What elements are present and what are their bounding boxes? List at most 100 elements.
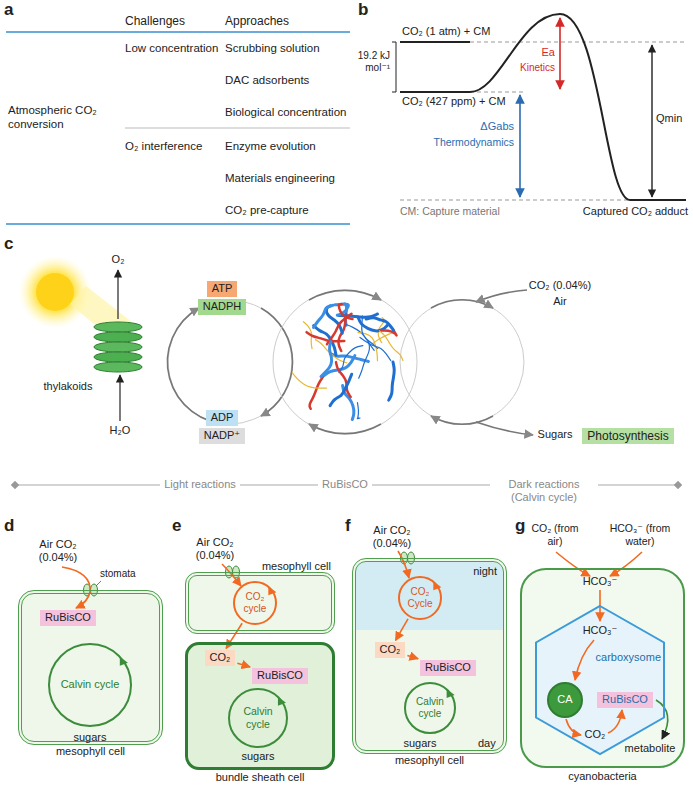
photosynthesis-illustration bbox=[431, 300, 493, 308]
node-text: NADP⁺ bbox=[204, 429, 240, 442]
co2-cycle: CO₂ Cycle bbox=[398, 576, 442, 620]
co2-cycle-ring bbox=[234, 582, 276, 624]
node-text: Photosynthesis bbox=[587, 429, 668, 443]
cell-fill bbox=[352, 558, 507, 754]
adp-box: ADP bbox=[206, 410, 239, 425]
text-label: Air CO₂ (0.04%) bbox=[182, 536, 248, 562]
rubisco-box: RuBisCO bbox=[252, 668, 308, 683]
axis-label: Light reactions bbox=[160, 478, 240, 491]
photosynthesis-illustration bbox=[19, 256, 91, 328]
rubisco-structure bbox=[379, 331, 403, 361]
text-label: thylakoids bbox=[44, 380, 93, 393]
co2-flow-arrow bbox=[62, 567, 90, 608]
flow-arrow bbox=[407, 655, 418, 658]
photosynthesis-illustration bbox=[15, 256, 678, 485]
cell-fill bbox=[535, 605, 665, 755]
panel-letter: a bbox=[4, 0, 13, 20]
energy-diagram bbox=[400, 41, 470, 43]
node-text: ADP bbox=[211, 411, 234, 424]
table-cell: CO₂ pre-capture bbox=[225, 204, 309, 218]
energy-diagram bbox=[392, 42, 396, 92]
co2-cycle-ring bbox=[399, 577, 441, 619]
callout-label: stomata bbox=[100, 568, 136, 580]
table-cell: Low concentration bbox=[125, 42, 218, 56]
node-text: mesophyll cell bbox=[356, 754, 503, 767]
rubisco-box: RuBisCO bbox=[40, 610, 96, 625]
node-text: Calvin cycle bbox=[61, 678, 120, 691]
legend-note: CM: Capture material bbox=[400, 205, 500, 218]
text-label: CO₂ (0.04%) bbox=[529, 279, 591, 292]
text-label: sugars bbox=[241, 750, 274, 763]
rubisco-box: RuBisCO bbox=[597, 692, 653, 707]
photosynthesis-illustration bbox=[309, 290, 381, 300]
rubisco-structure bbox=[307, 332, 345, 341]
text-label: day bbox=[478, 737, 496, 750]
rubisco-structure bbox=[357, 403, 360, 419]
hexagon-outline bbox=[536, 606, 664, 754]
co2-flow-arrow bbox=[566, 719, 581, 735]
energy-diagram bbox=[651, 45, 652, 197]
energy-diagram bbox=[559, 18, 561, 89]
energy-diagram bbox=[470, 92, 526, 93]
cell-fill bbox=[185, 572, 335, 634]
calvin-cycle-ring bbox=[229, 689, 287, 747]
photosynthesis-illustration bbox=[94, 322, 142, 332]
co2-flow-arrow bbox=[610, 552, 642, 576]
table-rule bbox=[125, 128, 350, 129]
photosynthesis-illustration bbox=[119, 375, 120, 421]
energy-level-label: CO₂ (1 atm) + CM bbox=[402, 25, 490, 38]
rubisco-structure bbox=[330, 374, 352, 405]
node-text: RuBisCO bbox=[602, 693, 648, 706]
panel-letter: f bbox=[345, 516, 351, 536]
co2-box: CO₂ bbox=[205, 650, 236, 665]
axis-label: Dark reactions (Calvin cycle) bbox=[490, 478, 598, 504]
panel-letter: c bbox=[4, 234, 13, 254]
rubisco-structure bbox=[339, 346, 363, 373]
rubisco-structure bbox=[310, 377, 323, 409]
flow-arrow bbox=[396, 619, 408, 641]
table-header: Approaches bbox=[225, 14, 289, 28]
text-label: Air CO₂ (0.04%) bbox=[25, 538, 91, 564]
mesophyll-cell: mesophyll cellCO₂ cycle bbox=[185, 572, 335, 634]
nadp-box: NADP⁺ bbox=[199, 428, 245, 443]
carboxysome-outline bbox=[535, 605, 665, 755]
photosynthesis-illustration bbox=[94, 332, 142, 342]
node-text: mesophyll cell bbox=[22, 745, 159, 758]
node-text: RuBisCO bbox=[45, 611, 91, 624]
carbonic-anhydrase-ring bbox=[548, 683, 582, 717]
text-label: HCO₃⁻ bbox=[583, 575, 618, 588]
node-text: CO₂ bbox=[210, 651, 231, 664]
co2-flow-arrow bbox=[575, 640, 594, 680]
energy-label: Thermodynamics bbox=[433, 136, 514, 149]
text-label: CO₂ (from air) bbox=[528, 522, 582, 547]
co2-flow-arrow bbox=[556, 552, 590, 576]
energy-level-label: Captured CO₂ adduct bbox=[583, 205, 688, 218]
rubisco-structure bbox=[389, 362, 395, 400]
panel-letter: e bbox=[172, 516, 181, 536]
photosynthesis-illustration bbox=[476, 290, 527, 302]
node-text: CA bbox=[557, 693, 572, 706]
text-label: Air bbox=[553, 295, 566, 308]
cell-fill bbox=[18, 558, 685, 770]
calvin-cycle-ring bbox=[49, 644, 131, 726]
table-cell: Atmospheric CO₂ conversion bbox=[8, 104, 116, 132]
atp-box: ATP bbox=[207, 281, 238, 296]
barrier-label: Kinetics bbox=[520, 62, 555, 74]
node-text: NADPH bbox=[203, 300, 242, 313]
mesophyll-cell: mesophyll cellRuBisCOCalvin cycle bbox=[18, 590, 163, 745]
photosynthesis-illustration bbox=[94, 362, 142, 372]
cell-fill bbox=[520, 568, 685, 768]
nadph-box: NADPH bbox=[198, 299, 247, 314]
node-text: Calvin cycle bbox=[231, 705, 285, 730]
node-text: CO₂ Cycle bbox=[401, 586, 439, 610]
co2-flow-arrow bbox=[398, 551, 409, 578]
axis-label: RuBisCO bbox=[318, 478, 372, 491]
cycle-arrowhead bbox=[447, 689, 455, 698]
calvin-cycle: Calvin cycle bbox=[404, 682, 456, 734]
calvin-cycle-ring bbox=[405, 683, 455, 733]
stomata bbox=[96, 581, 101, 586]
cycle-arrowhead bbox=[433, 581, 441, 590]
text-label: Air CO₂ (0.04%) bbox=[359, 524, 425, 550]
node-text: RuBisCO bbox=[257, 669, 303, 682]
